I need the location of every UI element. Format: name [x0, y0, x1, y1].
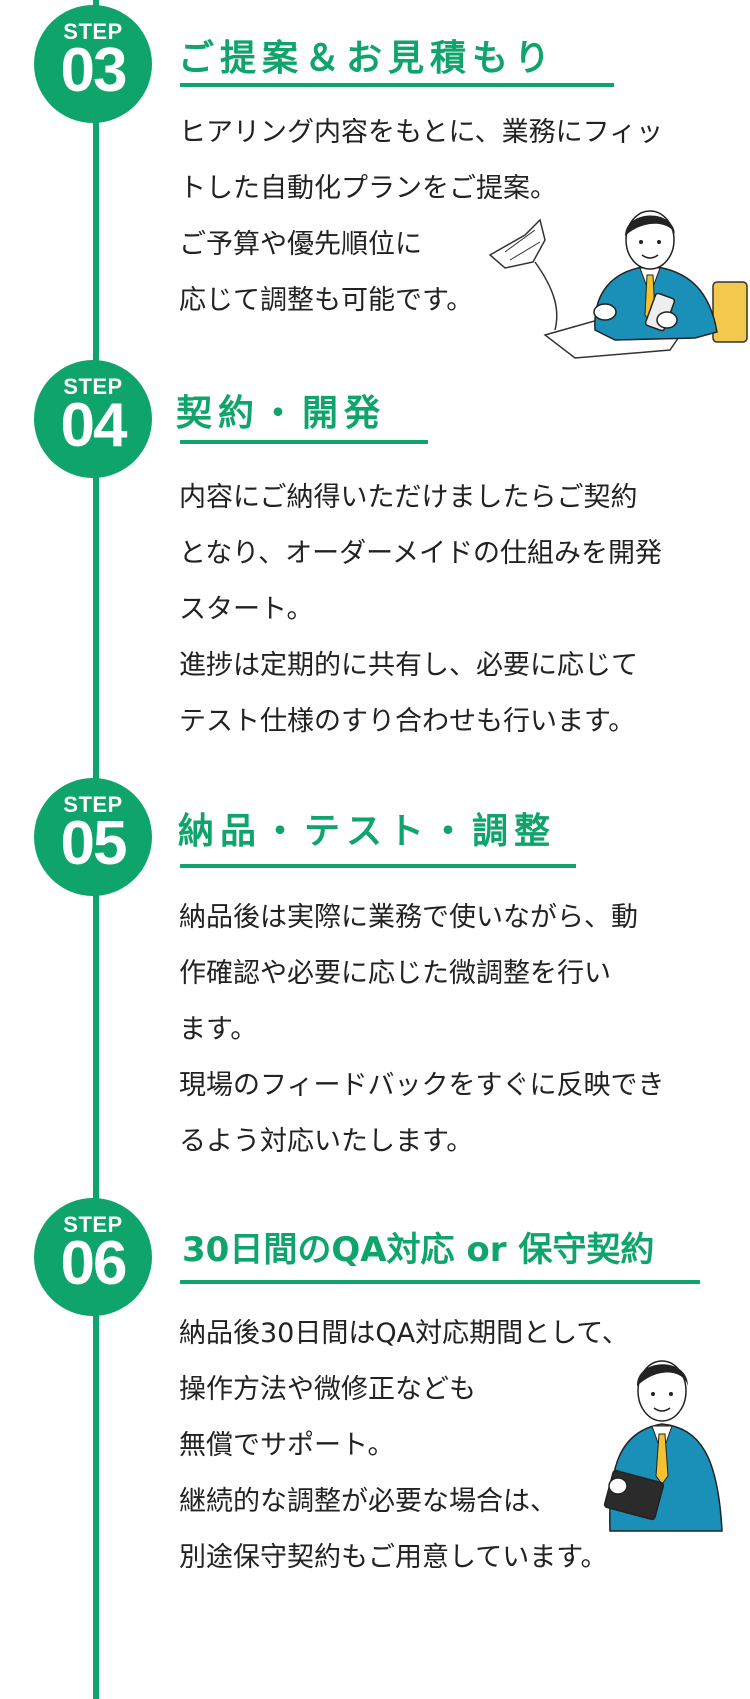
step-badge: STEP 06 — [34, 1198, 152, 1316]
description-line: 作確認や必要に応じた微調整を行い — [179, 958, 611, 989]
description-line: テスト仕様のすり合わせも行います。 — [179, 706, 636, 737]
title-underline — [180, 440, 428, 444]
description-line: 操作方法や微修正なども — [179, 1374, 476, 1405]
step-title: 契約・開発 — [176, 393, 387, 434]
description-line: 納品後30日間はQA対応期間として、 — [179, 1318, 629, 1349]
businessman-with-tablet-illustration — [603, 1360, 723, 1532]
step-title: 納品・テスト・調整 — [178, 811, 557, 852]
businessman-with-calculator-illustration — [488, 210, 748, 359]
step-title: ご提案＆お見積もり — [178, 38, 557, 79]
step-description: 納品後30日間はQA対応期間として、 操作方法や微修正なども 無償でサポート。 … — [179, 1306, 629, 1586]
step-badge: STEP 03 — [34, 5, 152, 123]
step-badge-number: 03 — [60, 36, 128, 105]
description-line: 継続的な調整が必要な場合は、 — [179, 1486, 557, 1517]
description-line: 応じて調整も可能です。 — [179, 285, 474, 316]
step-badge: STEP 05 — [34, 778, 152, 896]
description-line: 無償でサポート。 — [179, 1430, 395, 1461]
description-line: ご予算や優先順位に — [179, 229, 422, 260]
step-badge-label: STEP — [63, 792, 123, 817]
step-badge-label: STEP — [63, 1212, 123, 1237]
title-underline — [180, 1280, 700, 1284]
step-badge-number: 06 — [60, 1229, 128, 1298]
description-line: 納品後は実際に業務で使いながら、動 — [179, 902, 638, 933]
description-line: スタート。 — [179, 594, 314, 625]
title-underline — [180, 864, 576, 868]
step-description: 内容にご納得いただけましたらご契約 となり、オーダーメイドの仕組みを開発 スター… — [179, 470, 662, 750]
step-badge: STEP 04 — [34, 360, 152, 478]
description-line: 現場のフィードバックをすぐに反映でき — [179, 1070, 665, 1101]
description-line: るよう対応いたします。 — [179, 1126, 474, 1157]
step-badge-number: 05 — [60, 809, 128, 878]
step-badge-label: STEP — [63, 19, 123, 44]
title-underline — [180, 83, 614, 87]
step-description: 納品後は実際に業務で使いながら、動 作確認や必要に応じた微調整を行い ます。 現… — [179, 890, 664, 1170]
description-line: 内容にご納得いただけましたらご契約 — [179, 482, 638, 513]
description-line: 進捗は定期的に共有し、必要に応じて — [179, 650, 638, 681]
description-line: 別途保守契約もご用意しています。 — [179, 1542, 608, 1573]
step-badge-label: STEP — [63, 374, 123, 399]
description-line: となり、オーダーメイドの仕組みを開発 — [179, 538, 663, 569]
description-line: トした自動化プランをご提案。 — [179, 173, 557, 204]
step-title: 30日間のQA対応 or 保守契約 — [182, 1230, 655, 1270]
description-line: ヒアリング内容をもとに、業務にフィッ — [179, 117, 664, 148]
step-description: ヒアリング内容をもとに、業務にフィッ トした自動化プランをご提案。 ご予算や優先… — [179, 105, 663, 329]
description-line: ます。 — [179, 1014, 258, 1045]
step-badge-number: 04 — [60, 391, 128, 460]
